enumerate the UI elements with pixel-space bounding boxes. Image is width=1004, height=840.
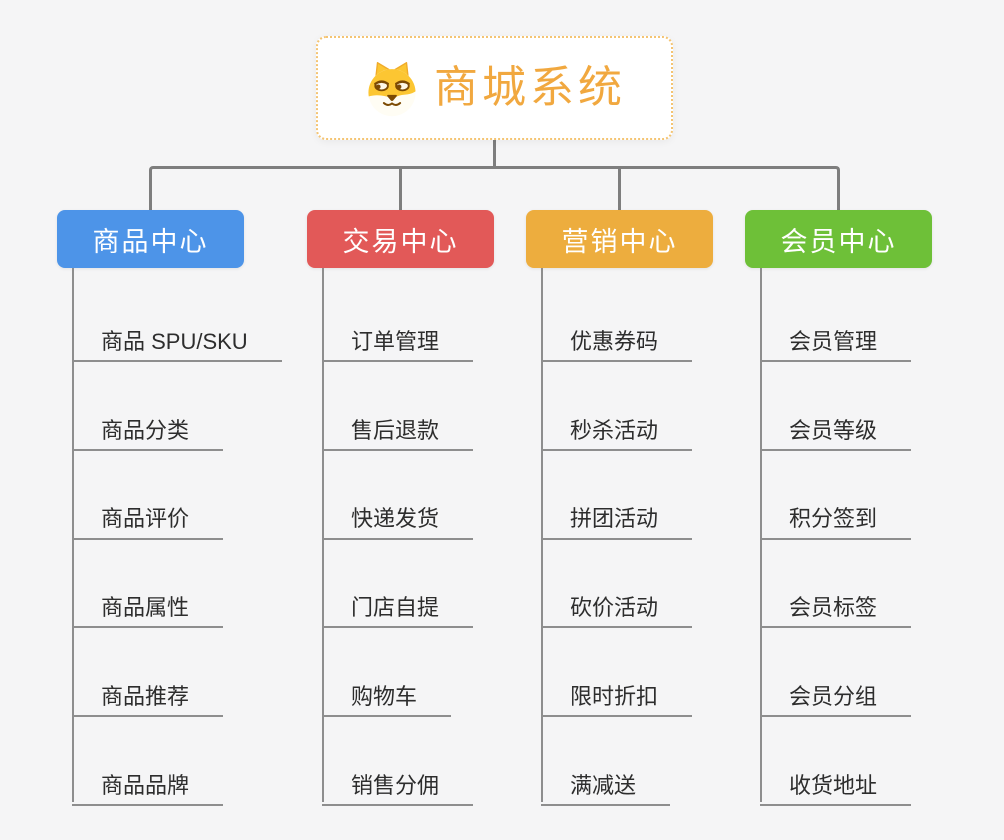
leaf-item[interactable]: 快递发货 xyxy=(322,488,474,540)
leaf-item[interactable]: 订单管理 xyxy=(322,310,474,362)
leaf-item[interactable]: 满减送 xyxy=(541,754,671,806)
leaf-item[interactable]: 门店自提 xyxy=(322,576,474,629)
leaf-item[interactable]: 商品属性 xyxy=(72,576,224,629)
leaf-item[interactable]: 会员分组 xyxy=(760,665,912,718)
trunk-line-trade xyxy=(322,268,324,802)
leaf-item[interactable]: 售后退款 xyxy=(322,399,474,451)
connector-branch-2-stub xyxy=(399,166,402,210)
leaf-item[interactable]: 购物车 xyxy=(322,665,452,718)
leaf-item[interactable]: 商品品牌 xyxy=(72,754,224,806)
leaf-item[interactable]: 限时折扣 xyxy=(541,665,693,718)
branch-node-trade-center[interactable]: 交易中心 xyxy=(307,210,494,268)
leaf-item[interactable]: 积分签到 xyxy=(760,488,912,540)
trunk-line-member xyxy=(760,268,762,802)
root-title: 商城系统 xyxy=(434,63,626,112)
leaf-item[interactable]: 拼团活动 xyxy=(541,488,693,540)
leaf-item[interactable]: 秒杀活动 xyxy=(541,399,693,451)
branch-node-member-center[interactable]: 会员中心 xyxy=(745,210,932,268)
leaf-item[interactable]: 销售分佣 xyxy=(322,754,474,806)
leaf-item[interactable]: 商品推荐 xyxy=(72,665,224,718)
leaf-item[interactable]: 会员管理 xyxy=(760,310,912,362)
connector-root-stub xyxy=(493,139,496,169)
leaf-item[interactable]: 优惠券码 xyxy=(541,310,693,362)
branch-node-marketing-center[interactable]: 营销中心 xyxy=(526,210,713,268)
leaf-item[interactable]: 商品评价 xyxy=(72,488,224,540)
leaf-item[interactable]: 会员等级 xyxy=(760,399,912,451)
leaf-item[interactable]: 商品 SPU/SKU xyxy=(72,310,282,362)
root-node[interactable]: 商城系统 xyxy=(316,36,673,140)
leaf-item[interactable]: 商品分类 xyxy=(72,399,224,451)
leaf-item[interactable]: 砍价活动 xyxy=(541,576,693,629)
branch-node-product-center[interactable]: 商品中心 xyxy=(57,210,244,268)
leaf-item[interactable]: 收货地址 xyxy=(760,754,912,806)
trunk-line-product xyxy=(72,268,74,802)
dog-face-icon xyxy=(368,62,416,117)
connector-bus xyxy=(149,166,840,210)
trunk-line-marketing xyxy=(541,268,543,802)
leaf-item[interactable]: 会员标签 xyxy=(760,576,912,629)
connector-branch-3-stub xyxy=(618,166,621,210)
